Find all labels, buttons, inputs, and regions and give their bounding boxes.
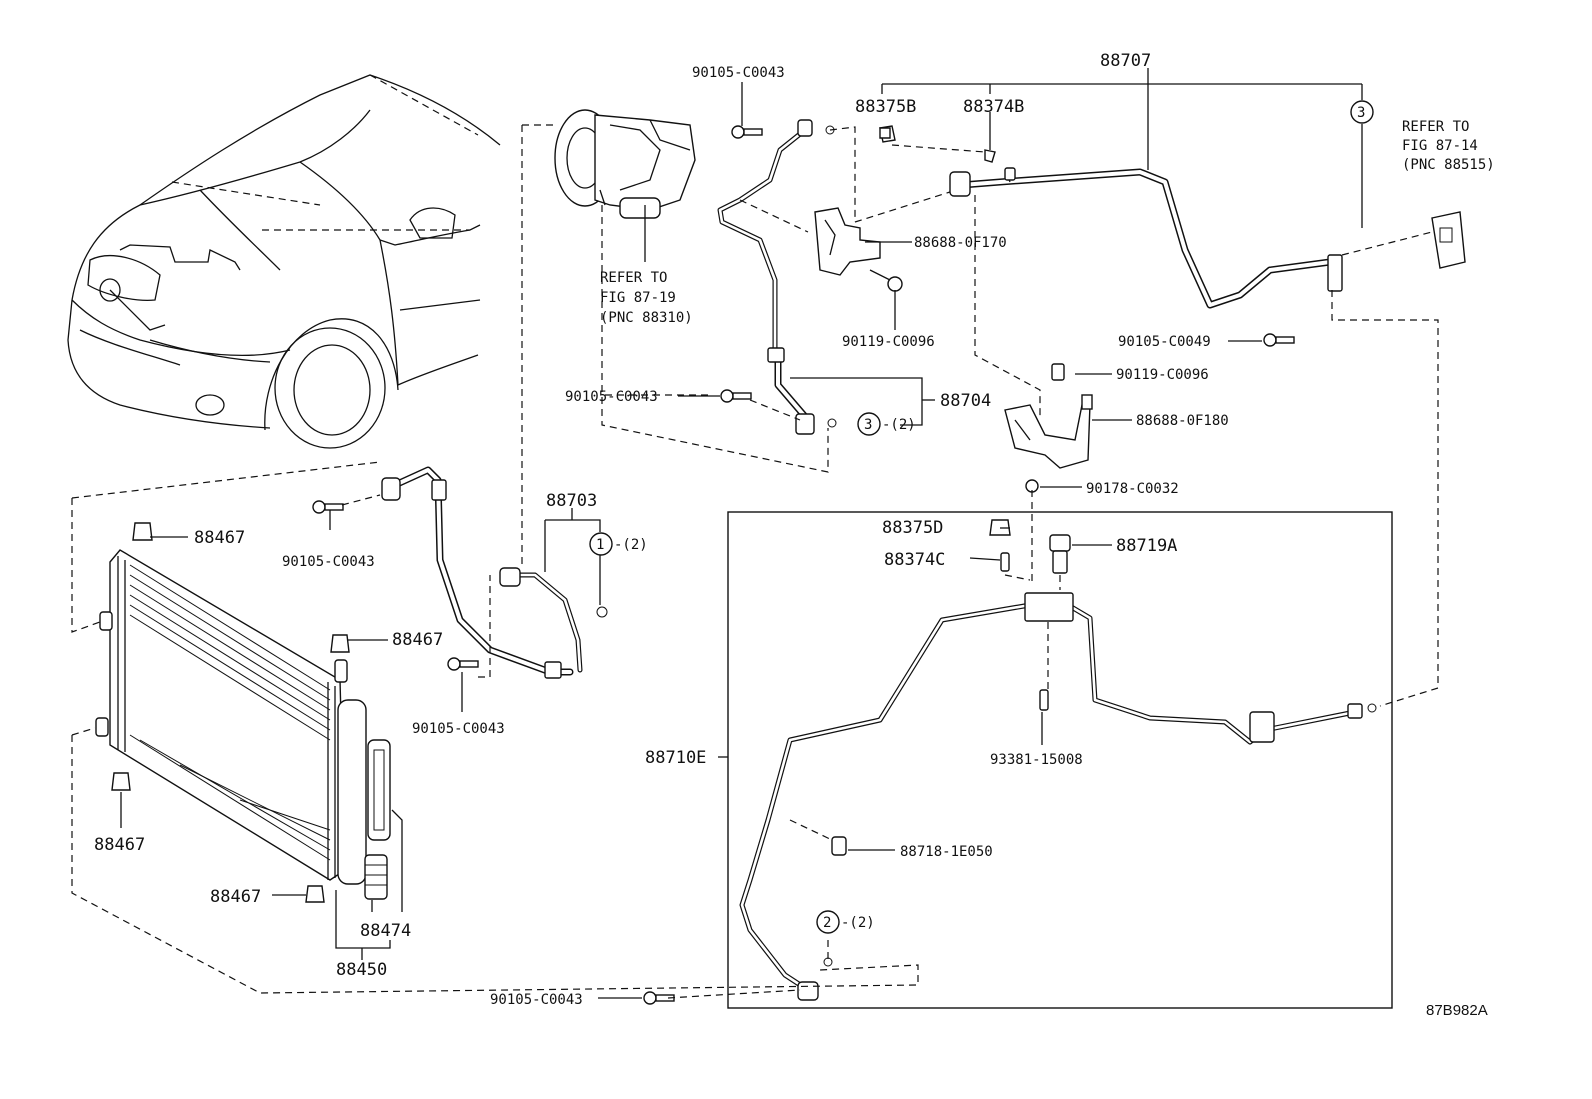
label-88707: 88707 — [1100, 51, 1151, 71]
expansion-valve-illustration — [1431, 211, 1466, 269]
callout-2: 2 — [823, 915, 831, 931]
leader-lines — [120, 68, 1363, 999]
label-88375D: 88375D — [882, 518, 943, 538]
reference-notes: REFER TO FIG 87-19 (PNC 88310) REFER TO … — [600, 119, 1495, 326]
label-88467-a: 88467 — [194, 528, 245, 548]
bolts — [312, 125, 1295, 1005]
grommet-88467-parts — [111, 522, 350, 903]
label-88710E: 88710E — [645, 748, 706, 768]
ref-compressor-line1: REFER TO — [600, 270, 667, 286]
label-88467-d: 88467 — [210, 887, 261, 907]
callout-qty-3: -(2) — [882, 417, 916, 433]
callout-1: 1 — [596, 537, 604, 553]
ref-compressor-line3: (PNC 88310) — [600, 310, 693, 326]
label-90105-C0049: 90105-C0049 — [1118, 334, 1211, 350]
callout-circles — [589, 100, 1374, 934]
callout-text: 3 3 -(2) 1 -(2) 2 -(2) — [596, 105, 1365, 931]
bracket-88688-0F170 — [814, 207, 903, 292]
vehicle-illustration — [67, 74, 501, 449]
label-88474: 88474 — [360, 921, 411, 941]
label-90105-C0043-bottom: 90105-C0043 — [490, 992, 583, 1008]
label-88718-1E050: 88718-1E050 — [900, 844, 993, 860]
label-90105-C0043-mid: 90105-C0043 — [565, 389, 658, 405]
part-labels: 88707 88375B 88374B 90105-C0043 88688-0F… — [94, 51, 1229, 1008]
condenser-fins — [129, 564, 331, 861]
label-88375B: 88375B — [855, 97, 916, 117]
guide-lines — [71, 124, 1439, 999]
compressor-illustration — [554, 109, 696, 219]
callout-qty-2: -(2) — [841, 915, 875, 931]
ref-valve-line3: (PNC 88515) — [1402, 157, 1495, 173]
liquid-line-88710E-box — [727, 511, 1393, 1009]
label-88374C: 88374C — [884, 550, 945, 570]
label-88467-b: 88467 — [392, 630, 443, 650]
label-88374B: 88374B — [963, 97, 1024, 117]
label-93381-15008: 93381-15008 — [990, 752, 1083, 768]
label-88467-c: 88467 — [94, 835, 145, 855]
label-88450: 88450 — [336, 960, 387, 980]
condenser-88450 — [95, 549, 391, 900]
bracket-88688-0F180 — [1004, 363, 1093, 469]
label-90178-C0032: 90178-C0032 — [1086, 481, 1179, 497]
label-88688-0F180: 88688-0F180 — [1136, 413, 1229, 429]
callout-3-mid: 3 — [864, 417, 872, 433]
label-90119-C0096-b: 90119-C0096 — [1116, 367, 1209, 383]
label-88703: 88703 — [546, 491, 597, 511]
diagram-id: 87B982A — [1426, 1002, 1488, 1019]
pipe-88707 — [879, 125, 1343, 309]
label-88704: 88704 — [940, 391, 991, 411]
label-90105-C0043-cond: 90105-C0043 — [282, 554, 375, 570]
label-90105-C0043-hose: 90105-C0043 — [412, 721, 505, 737]
label-90105-C0043-top: 90105-C0043 — [692, 65, 785, 81]
callout-qty-1: -(2) — [614, 537, 648, 553]
ref-valve-line1: REFER TO — [1402, 119, 1469, 135]
suction-hose-88704 — [717, 119, 837, 435]
ref-valve-line2: FIG 87-14 — [1402, 138, 1478, 154]
callout-3-top: 3 — [1357, 105, 1365, 121]
label-90119-C0096-a: 90119-C0096 — [842, 334, 935, 350]
ref-compressor-line2: FIG 87-19 — [600, 290, 676, 306]
label-88719A: 88719A — [1116, 536, 1177, 556]
discharge-hose-88703 — [381, 466, 608, 679]
label-88688-0F170: 88688-0F170 — [914, 235, 1007, 251]
